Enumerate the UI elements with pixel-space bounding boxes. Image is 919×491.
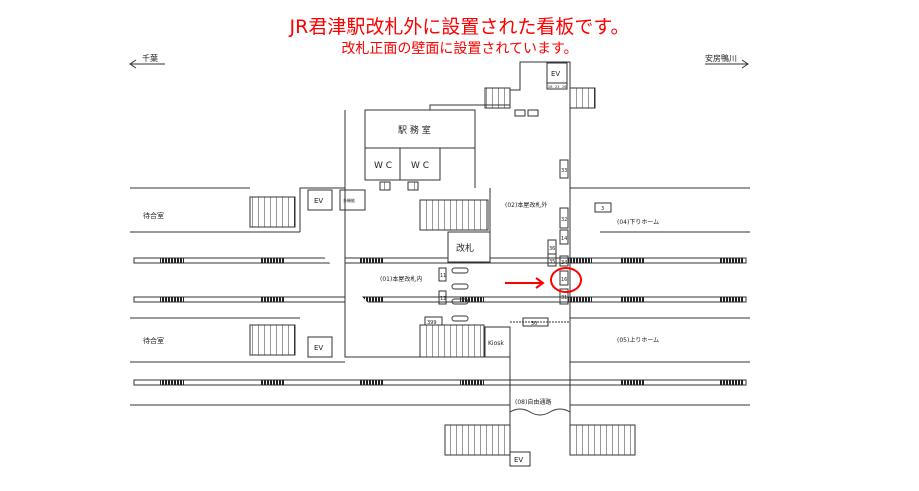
page-title: JR君津駅改札外に設置された看板です。 <box>289 16 630 38</box>
office-room <box>364 109 476 149</box>
stairs <box>249 87 636 456</box>
page-subtitle: 改札正面の壁面に設置されています。 <box>341 41 578 57</box>
rooms-wc1: W C <box>374 161 392 171</box>
direction-right: 安房鴨川 <box>705 53 749 69</box>
rooms-waiting2: 待合室 <box>143 336 164 345</box>
signs-s14: 14 <box>561 236 567 242</box>
signs-s28: 28 <box>548 85 552 89</box>
signs-s36: 36 <box>549 246 555 252</box>
signs-s30: 30 <box>531 321 537 327</box>
signs-s11: 11 <box>440 273 446 279</box>
rooms-waiting1: 待合室 <box>143 211 164 220</box>
rooms-ev_left_top: EV <box>314 197 323 205</box>
elevator-left <box>307 189 333 211</box>
areas-free_passage: (08)自由通路 <box>515 398 551 406</box>
highlight-arrow <box>505 277 545 289</box>
signs-s26: 26 <box>562 85 566 89</box>
wc-2 <box>399 147 441 181</box>
signs-s32: 32 <box>561 217 567 223</box>
rooms-multi: 多機能 <box>343 197 355 203</box>
highlight-circle <box>550 267 582 293</box>
ticket-gate <box>447 231 491 263</box>
areas-outside_gate: (02)本屋改札外 <box>505 201 547 209</box>
areas-up_platform: (05)上りホーム <box>617 336 659 344</box>
highlighted-sign: 16 <box>561 277 567 283</box>
signs-s23: 23 <box>555 85 559 89</box>
rooms-ev_bottom: EV <box>514 456 523 464</box>
rooms-wc2: W C <box>411 161 429 171</box>
office-label: 駅 務 室 <box>398 124 431 136</box>
gate-machines <box>451 267 469 322</box>
signs-s31: 31 <box>561 295 567 301</box>
rooms-ev_top: EV <box>551 70 560 78</box>
rooms-kiosk: Kiosk <box>488 340 504 347</box>
directions-right: 安房鴨川 <box>705 53 737 63</box>
areas-down_platform: (04)下りホーム <box>617 219 659 226</box>
rooms-ev_left_bottom: EV <box>314 344 323 352</box>
concourse-outline <box>299 187 420 358</box>
signs-s34: 34 <box>561 260 567 266</box>
signs-s33: 33 <box>561 168 567 174</box>
ticket-gate-label: 改札 <box>456 242 474 254</box>
signs-s35: 35 <box>549 259 555 265</box>
direction-left: 千葉 <box>129 53 165 69</box>
signs-s12: 12 <box>440 296 446 302</box>
directions-left: 千葉 <box>142 53 158 63</box>
areas-inside_gate: (01)本屋改札内 <box>380 275 422 283</box>
tracks <box>133 257 747 386</box>
platform-lines <box>130 187 750 406</box>
signs-s399: 399 <box>427 320 437 326</box>
signs-s3: 3 <box>601 206 604 212</box>
